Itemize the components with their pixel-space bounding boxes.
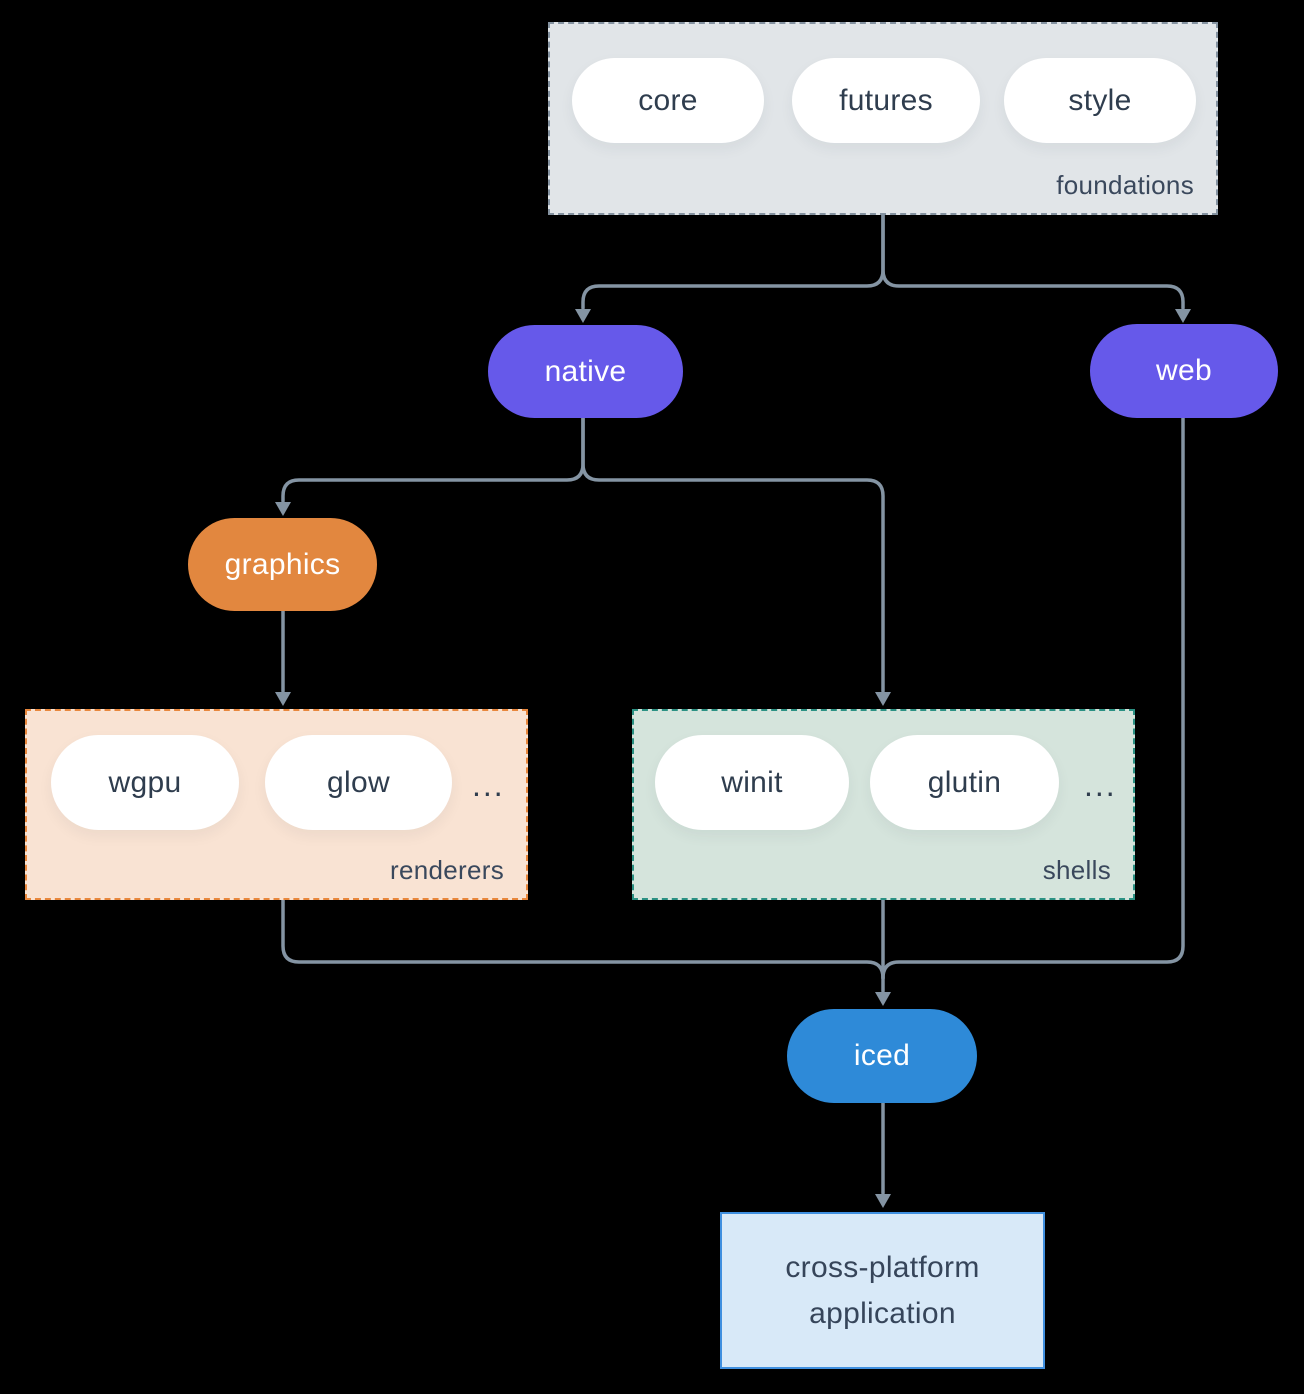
edge-native-graphics	[281, 416, 585, 503]
renderers-ellipsis: ...	[472, 767, 505, 803]
node-wgpu: wgpu	[51, 735, 239, 830]
node-glutin: glutin	[870, 735, 1059, 830]
arrowhead-iced	[875, 992, 891, 1006]
renderers-group-label: renderers	[390, 855, 504, 885]
edge-foundations-native	[581, 213, 885, 310]
node-native-label: native	[544, 354, 627, 388]
edge-foundations-web	[881, 213, 1185, 310]
node-web-label: web	[1156, 354, 1212, 387]
renderers-group: wgpu glow ... renderers	[25, 709, 528, 900]
edge-renderers-iced	[281, 898, 885, 980]
node-style-label: style	[1068, 83, 1132, 117]
node-glow: glow	[265, 735, 452, 830]
node-cross-platform-application-label: cross-platform application	[785, 1250, 980, 1330]
node-graphics: graphics	[188, 518, 377, 611]
node-futures-label: futures	[839, 83, 933, 117]
node-iced: iced	[787, 1009, 977, 1103]
edge-native-shells	[581, 416, 885, 693]
arrowhead-application	[875, 1194, 891, 1208]
node-cross-platform-application: cross-platform application	[720, 1212, 1045, 1369]
arrowhead-graphics	[275, 502, 291, 516]
node-iced-label: iced	[853, 1039, 911, 1072]
node-glow-label: glow	[327, 765, 390, 799]
foundations-group-label: foundations	[1056, 170, 1194, 200]
arrowhead-renderers	[275, 692, 291, 706]
node-web: web	[1090, 324, 1278, 418]
node-futures: futures	[792, 58, 980, 143]
shells-group-label: shells	[1042, 855, 1111, 885]
node-winit: winit	[655, 735, 849, 830]
node-winit-label: winit	[721, 765, 783, 799]
node-core-label: core	[638, 83, 698, 117]
edge-web-iced	[881, 416, 1185, 980]
arrowhead-native	[575, 309, 591, 323]
node-core: core	[572, 58, 764, 143]
node-glutin-label: glutin	[927, 765, 1002, 799]
shells-group: winit glutin ... shells	[632, 709, 1135, 900]
foundations-group: core futures style foundations	[548, 22, 1218, 215]
arrowhead-web	[1175, 309, 1191, 323]
node-wgpu-label: wgpu	[108, 765, 182, 799]
shells-ellipsis: ...	[1084, 767, 1117, 803]
node-style: style	[1004, 58, 1196, 143]
arrowhead-shells	[875, 692, 891, 706]
node-native: native	[488, 325, 683, 418]
node-graphics-label: graphics	[224, 547, 341, 581]
